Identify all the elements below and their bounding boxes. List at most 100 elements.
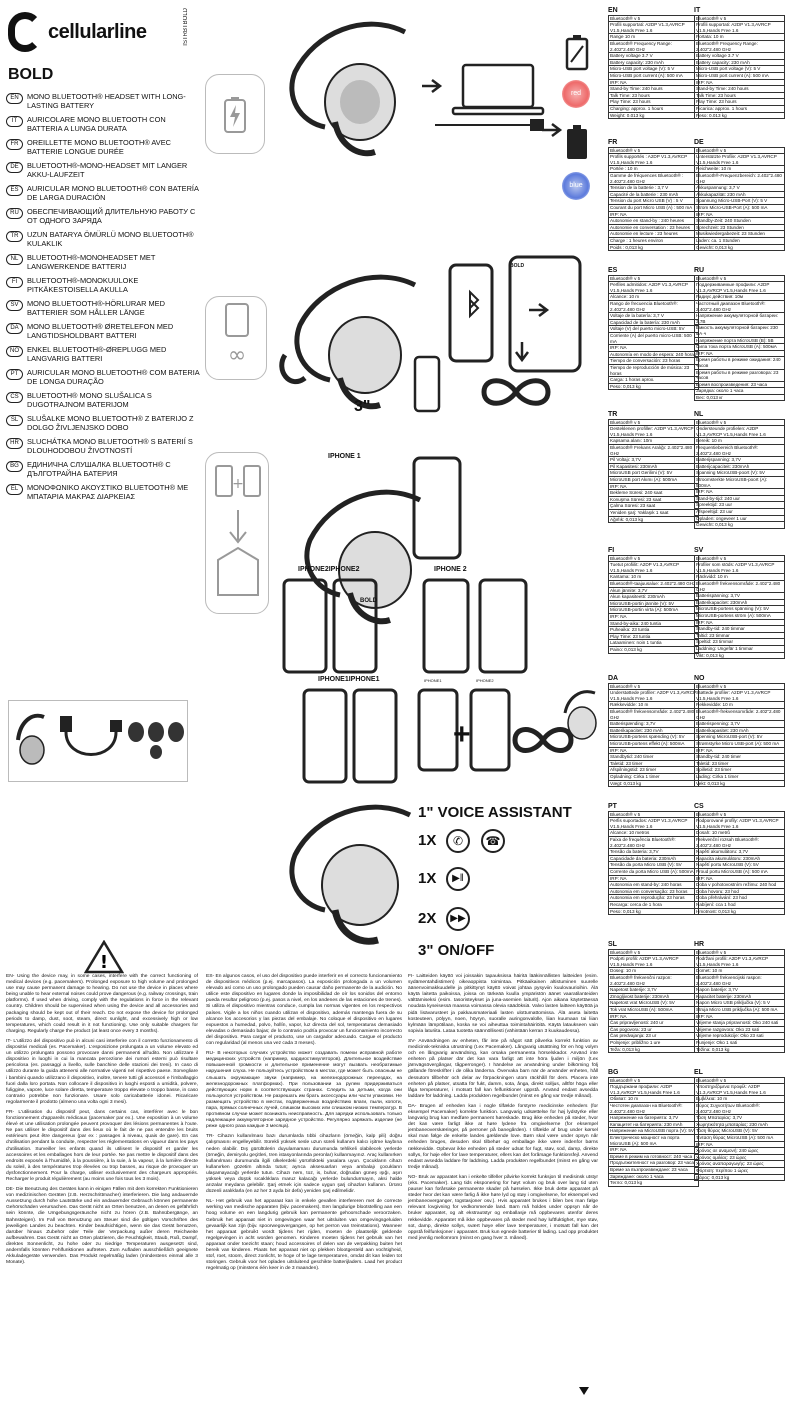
warnings-column-2: ES- En algunos casos, el uso del disposi… xyxy=(206,974,402,1276)
warning-paragraph: FI- Laitteiden käyttö voi joissakin tapa… xyxy=(408,974,598,1034)
spec-cell: Batterikapacitet: 230 mAh xyxy=(608,726,699,735)
spec-cell: Kapsama alanı: 10m xyxy=(608,437,699,445)
spec-language-heading: DE xyxy=(694,139,704,146)
language-code-badge: DA xyxy=(6,323,23,334)
spec-cell: Carga: 1 horas aprox. xyxy=(608,376,699,384)
spec-cell: Peso: 0,013 kg xyxy=(608,907,699,916)
spec-cell: Laden: ca. 1 Stunden xyxy=(694,236,785,245)
power-onoff-label: 3" ON/OFF xyxy=(418,942,495,959)
language-code-badge: TR xyxy=(6,231,23,242)
spec-cell: Время работы в режиме ожидания: 240 часо… xyxy=(694,356,785,370)
spec-cell: Bluetooth® v 5 xyxy=(694,810,785,819)
phone-iphone1-second-icon xyxy=(302,688,398,784)
spec-cell: Autonomie en lecture : 23 heures xyxy=(608,230,699,238)
spec-cell: Емкость аккумуляторной батареи: 230 мА·ч xyxy=(694,324,785,338)
spec-cell: Zmogljivost baterije: 230mAh xyxy=(608,992,699,1001)
spec-cell: Voltaje de la batería: 3,7 V xyxy=(608,312,699,320)
spec-cell: Polnjenje: približno 1 ure xyxy=(608,1038,699,1047)
spec-cell: Podprti profili: A2DP V1.3,AVRCP V1.5,Ha… xyxy=(608,955,699,969)
spec-cell: Charging: approx. 1 hours xyxy=(608,104,699,113)
spec-cell: Micro-USB port voltage (V): 5 V xyxy=(608,65,699,73)
spec-cell: Bluetooth® v 5 xyxy=(608,554,699,563)
spec-cell: Pil Kapasitesi: 230mAh xyxy=(608,462,699,471)
spec-cell: Strom Micro-USB-Port (A): 500 mA xyxy=(694,203,785,212)
spec-cell: Bluetooth® v 5 xyxy=(608,810,699,819)
spec-cell: Autonomia em conversação: 23 horas xyxy=(608,887,699,896)
spec-cell: Bluetooth®-taajuusalue: 2.402"2.480 GHz xyxy=(608,579,699,588)
laptop-icon xyxy=(451,63,545,116)
spec-cell: Tuetut profiilit: A2DP V1.3,AVRCP V1.5,H… xyxy=(608,561,699,575)
spec-cell: Spenning MicroUSB-port (V): 5V xyxy=(694,733,785,741)
label-iphone1-small: IPHONE1 xyxy=(424,678,442,683)
language-code-badge: EL xyxy=(6,484,23,495)
spec-cell: Play Time: 23 tuntia xyxy=(608,632,699,641)
led-red-indicator: red xyxy=(562,80,590,108)
spec-cell: Bluetooth® frekvensområde: 2.402"2.480 G… xyxy=(694,579,785,594)
spec-cell: Napetost baterije: 3,7V xyxy=(608,986,699,994)
spec-cell: MicroUSB-portens effekt (A): 500mA xyxy=(608,739,699,748)
spec-cell: IRP: NA xyxy=(608,612,699,621)
spec-cell: Gamme de fréquences Bluetooth® : 2.402"2… xyxy=(608,171,699,186)
spec-cell: Bluetooth®-frekvensområde: 2.402"2.480 G… xyxy=(694,707,785,722)
language-code-badge: DE xyxy=(6,162,23,173)
spec-cell: Perfis suportados: A2DP V1.3,AVRCP V1.5,… xyxy=(608,817,699,831)
spec-cell: Зарядка: около 1 часа xyxy=(694,387,785,395)
spec-cell: Stroomsterkte MicroUSB-poort (A): 500mA xyxy=(694,475,785,490)
spec-cell: Räckvidd: 10 m xyxy=(694,573,785,581)
spec-cell: Stand-by Time: 240 hours xyxy=(608,85,699,93)
warnings-column-3: FI- Laitteiden käyttö voi joissakin tapa… xyxy=(408,974,598,1246)
warning-paragraph: NO- Bruk av apparatet kan i enkelte tilf… xyxy=(408,1174,598,1241)
spec-cell: Напрежение на батерията: 3,7V xyxy=(608,1114,699,1122)
spec-cell: Frequentiebereich Bluetooth®: 2.402"2.48… xyxy=(694,443,785,458)
spec-cell: Micro-USB port current (A): 500 mA xyxy=(694,71,785,80)
arrow-icon xyxy=(529,303,550,317)
spec-cell: Напряжение порта MicroUSB (В): 5В xyxy=(694,336,785,345)
spec-language-heading: HR xyxy=(694,941,705,948)
page-arrow-icon xyxy=(579,1387,589,1395)
pairing-panel xyxy=(205,296,267,380)
spec-cell: Сила тока порта MicroUSB (A): 500мА xyxy=(694,343,785,351)
spec-cell: Υποστηριζόμενα προφίλ: A2DP V1.3,AVRCP V… xyxy=(694,1083,785,1097)
spec-cell: Micro-USB port voltage (V): 5 V xyxy=(694,65,785,73)
spec-cell: Standbytid: 240 timer xyxy=(608,753,699,761)
spec-cell: Battery voltage 3.7 V xyxy=(694,52,785,60)
spec-cell: Courant du port Micro USB (A) : 500 mA xyxy=(608,203,699,212)
spec-cell: Bluetooth® v 5 xyxy=(608,274,699,283)
spec-cell: IRP: NA xyxy=(608,210,699,219)
spec-cell: Bluetooth® frekvenčni razpon: 2.402"2.48… xyxy=(608,973,699,988)
warning-paragraph: IT- L'utilizzo del dispositivo può in al… xyxy=(6,1038,198,1105)
spec-cell: Lataaminen: noin 1 tuntia xyxy=(608,639,699,647)
arrow-down-icon xyxy=(515,342,529,363)
spec-cell: Standby-tid: 240 timer xyxy=(694,753,785,761)
spec-cell: Εμβέλεια: 10 m xyxy=(694,1095,785,1103)
spec-cell: Частотный диапазон Bluetooth®: 2.402"2.4… xyxy=(694,299,785,314)
language-code-badge: BG xyxy=(6,461,23,472)
spec-cell: Kantama: 10 m xyxy=(608,573,699,581)
language-description: OREILLETTE MONO BLUETOOTH® AVEC BATTERIE… xyxy=(27,138,171,156)
spec-cell: Doseg: 10 m xyxy=(608,967,699,975)
spec-cell: Napon Micro USB priključka (V): 5 V xyxy=(694,999,785,1007)
spec-cell: Reichweite: 10 m xyxy=(694,165,785,173)
usb-cable-contents-icon xyxy=(60,716,122,756)
spec-cell: IRP: NA xyxy=(608,746,699,755)
phone-list-icon xyxy=(508,255,582,373)
spec-cell: Podržani profili: A2DP V1.3,AVRCP V1.5,H… xyxy=(694,955,785,969)
spec-cell: Recarga: cerca de 1 hora xyxy=(608,900,699,909)
spec-cell: IRP: NA xyxy=(694,1140,785,1149)
language-description: BLUETOOTH®-MONOHEADSET MET LANGWERKENDE … xyxy=(27,253,156,271)
spec-cell: Тегло: 0,013 kg xyxy=(608,1179,699,1187)
spec-cell: Lading: Cirka 1 timer xyxy=(694,772,785,781)
arrow-icon xyxy=(422,79,443,93)
spec-cell: Opladning: Cirka 1 timer xyxy=(608,772,699,781)
spec-cell: Talk Time: 23 hours xyxy=(694,91,785,100)
spec-cell: Τάση θύρας MicroUSB (V): 5V xyxy=(694,1127,785,1135)
language-description: MONO BLUETOOTH® HEADSET WITH LONG-LASTIN… xyxy=(27,92,186,110)
spec-cell: MicroUSB-portin virta (A): 500mA xyxy=(608,606,699,614)
